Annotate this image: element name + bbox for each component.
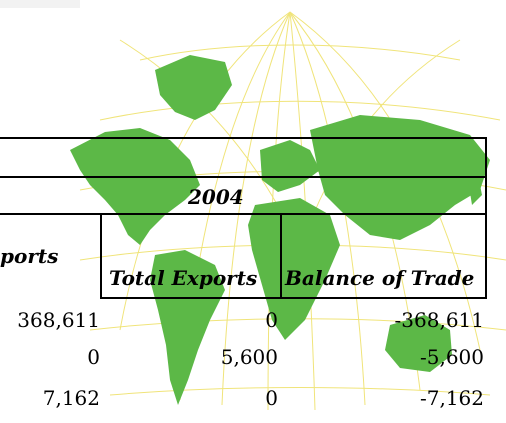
north-america-shape xyxy=(70,128,200,245)
australia-shape xyxy=(385,315,452,372)
south-america-shape xyxy=(150,250,225,405)
total-imports-header: ports xyxy=(0,244,59,268)
table-cell-balance: -7,162 xyxy=(419,386,484,410)
table-cell-balance: -368,611 xyxy=(394,308,484,332)
total-exports-header: Total Exports xyxy=(109,266,258,290)
table-cell-exports: 5,600 xyxy=(220,345,278,369)
table-cell-balance: -5,600 xyxy=(419,345,484,369)
table-rule xyxy=(280,213,282,299)
continents xyxy=(70,55,490,405)
table-rule xyxy=(0,137,487,139)
table-cell-imports: 7,162 xyxy=(42,386,100,410)
japan-shape xyxy=(468,175,482,205)
year-header: 2004 xyxy=(188,185,244,209)
africa-shape xyxy=(248,198,340,340)
table-rule xyxy=(100,213,102,299)
europe-shape xyxy=(260,140,320,192)
table-rule xyxy=(0,213,487,215)
table-rule xyxy=(100,297,487,299)
table-rule xyxy=(485,137,487,299)
table-cell-imports: 368,611 xyxy=(17,308,100,332)
table-rule xyxy=(0,176,487,178)
table-cell-imports: 0 xyxy=(87,345,100,369)
table-cell-exports: 0 xyxy=(265,386,278,410)
greenland-shape xyxy=(155,55,232,120)
balance-of-trade-header: Balance of Trade xyxy=(285,266,475,290)
top-strip xyxy=(0,0,80,8)
table-cell-exports: 0 xyxy=(265,308,278,332)
